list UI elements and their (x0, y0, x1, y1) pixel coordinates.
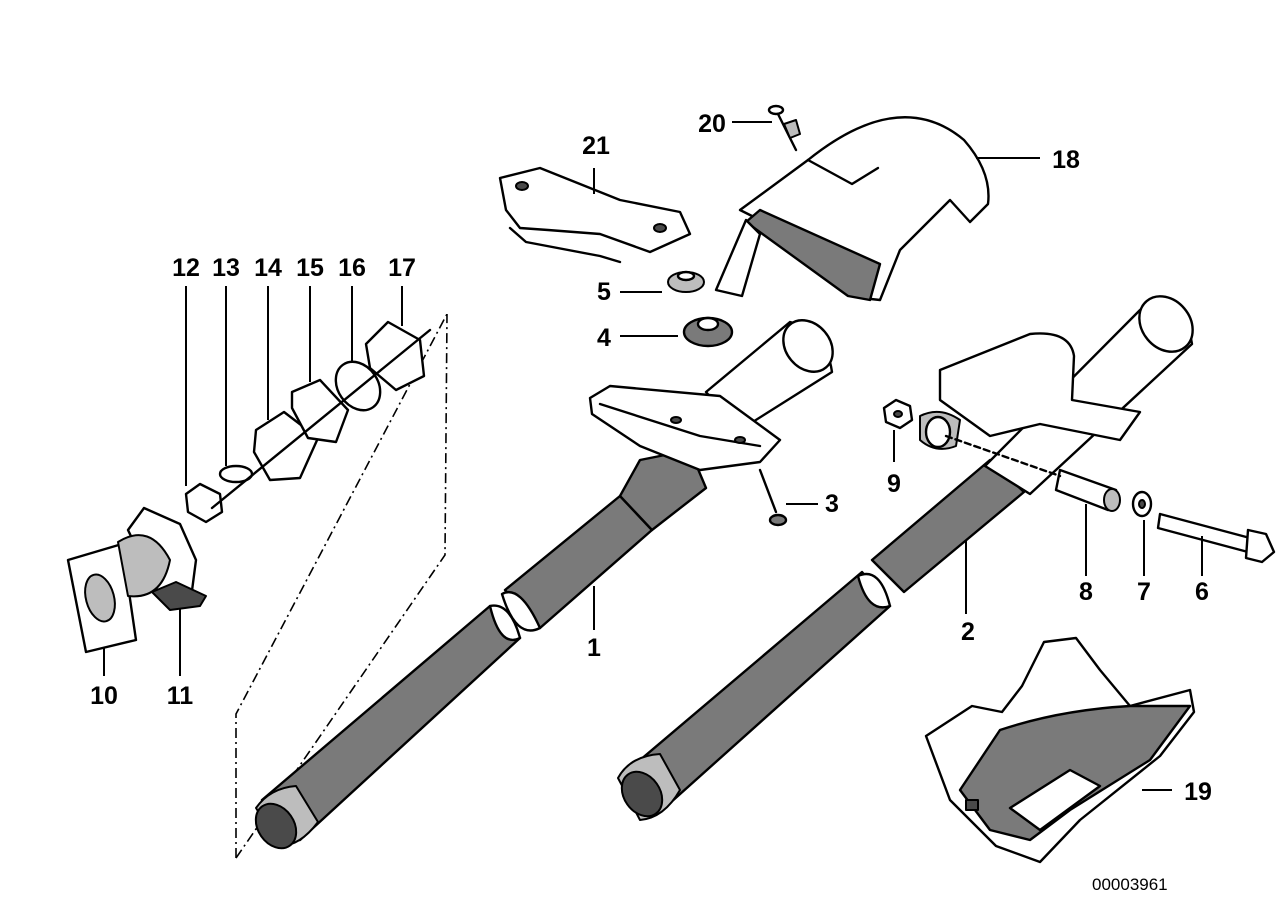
part-label-1: 1 (587, 634, 601, 662)
part-label-11: 11 (167, 682, 194, 710)
part-label-17: 17 (388, 254, 416, 282)
bracket-21 (498, 166, 692, 264)
part-label-16: 16 (338, 254, 366, 282)
part-label-18: 18 (1052, 146, 1080, 174)
upper-cover-18 (714, 116, 990, 302)
mounting-plate-10 (66, 542, 138, 654)
part-label-20: 20 (698, 110, 726, 138)
steering-column-tube-1 (254, 319, 834, 850)
sleeve-17 (364, 320, 426, 392)
bearing-parts-stack (184, 320, 432, 524)
part-label-19: 19 (1184, 778, 1212, 806)
steering-column-tube-2 (617, 295, 1194, 821)
part-label-10: 10 (90, 682, 118, 710)
steering-gear-housing-11 (117, 506, 207, 611)
part-label-9: 9 (887, 470, 901, 498)
bolt-6 (1156, 512, 1276, 564)
part-label-5: 5 (597, 278, 611, 306)
washer-7 (1131, 490, 1153, 518)
screw-20 (767, 104, 801, 152)
part-label-15: 15 (296, 254, 324, 282)
nut-9 (882, 398, 914, 430)
part-label-2: 2 (961, 618, 975, 646)
assembly-boundary-outline (235, 313, 448, 859)
part-labels: 1 2 3 4 5 6 7 8 9 10 11 12 13 14 15 16 1… (90, 110, 1212, 806)
nut-12 (184, 482, 224, 524)
part-label-7: 7 (1137, 578, 1151, 606)
drawing-code: 00003961 (1092, 875, 1168, 894)
part-label-12: 12 (172, 254, 200, 282)
rubber-mount-4 (682, 316, 734, 348)
part-label-8: 8 (1079, 578, 1093, 606)
rubber-mount-5 (667, 270, 705, 293)
part-label-14: 14 (254, 254, 282, 282)
sleeve-8 (1054, 468, 1121, 512)
leader-lines (103, 121, 1203, 791)
part-label-4: 4 (597, 324, 611, 352)
screw-3 (758, 468, 788, 527)
part-label-13: 13 (212, 254, 240, 282)
part-label-21: 21 (582, 132, 610, 160)
part-label-6: 6 (1195, 578, 1209, 606)
bearing-ring-15 (290, 378, 350, 444)
lower-cover-19 (924, 636, 1196, 864)
part-label-3: 3 (825, 490, 839, 518)
